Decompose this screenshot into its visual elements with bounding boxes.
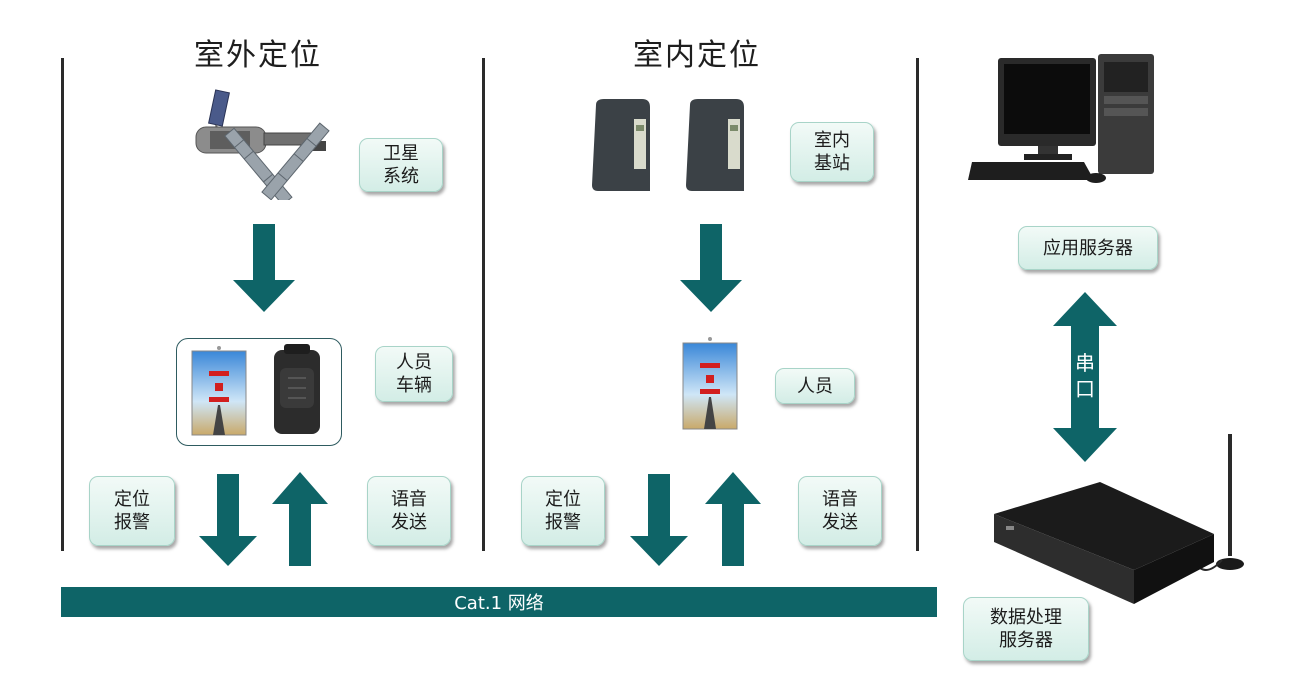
base-station-1-icon [592,99,650,191]
left-divider [61,58,64,551]
outdoor-downlink-up-arrow-icon [272,472,328,566]
right-divider [916,58,919,551]
personnel-vehicle-label: 人员 车辆 [375,346,453,402]
indoor-base-station-label: 室内 基站 [790,122,874,182]
badge-card-icon [191,346,247,436]
indoor-downlink-up-arrow-icon [705,472,761,566]
data-server-hardware-icon [994,434,1244,604]
indoor-badge-card-icon [682,337,738,430]
indoor-uplink-down-arrow-icon [630,474,688,566]
data-processing-server-label: 数据处理 服务器 [963,597,1089,661]
satellite-icon [195,89,330,200]
serial-port-label: 串 口 [1075,351,1095,401]
indoor-title: 室内定位 [633,38,761,73]
network-label: Cat.1 网络 [454,593,544,614]
indoor-voice-label: 语音 发送 [798,476,882,546]
indoor-personnel-label: 人员 [775,368,855,404]
outdoor-uplink-down-arrow-icon [199,474,257,566]
indoor-alarm-label: 定位 报警 [521,476,605,546]
vehicle-terminal-icon [274,344,320,434]
down-arrow-icon [233,224,295,312]
serial-port-double-arrow-icon [1053,292,1117,462]
satellite-system-label: 卫星 系统 [359,138,443,192]
cat1-network-bar: Cat.1 网络 [61,587,937,617]
outdoor-voice-label: 语音 发送 [367,476,451,546]
middle-divider [482,58,485,551]
app-server-label: 应用服务器 [1018,226,1158,270]
base-station-2-icon [686,99,744,191]
outdoor-title: 室外定位 [194,38,322,73]
outdoor-alarm-label: 定位 报警 [89,476,175,546]
indoor-down-arrow-icon [680,224,742,312]
computer-icon [968,54,1154,183]
